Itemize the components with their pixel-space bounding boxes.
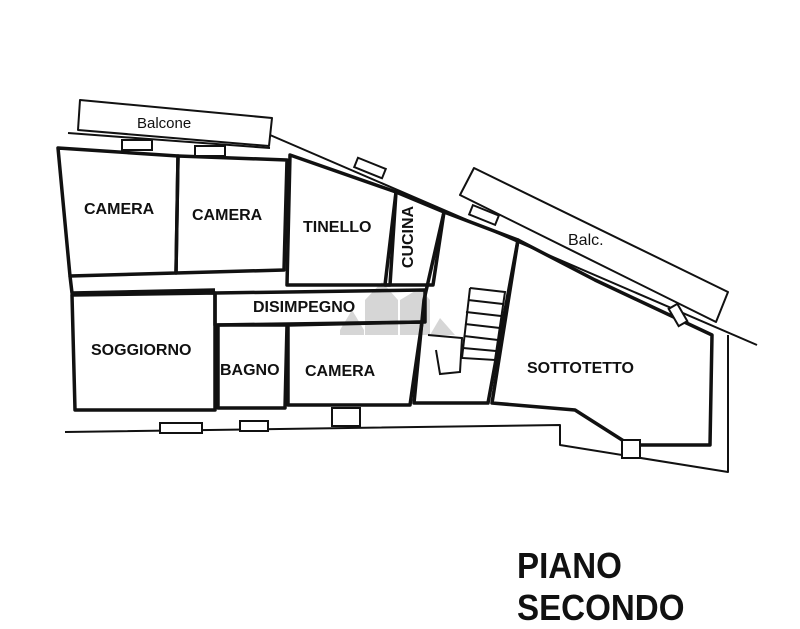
label-balc: Balc. bbox=[568, 232, 604, 249]
label-cucina: CUCINA bbox=[400, 205, 418, 269]
room-bagno bbox=[216, 323, 289, 410]
room-camera-2 bbox=[174, 154, 289, 275]
room-sottotetto bbox=[490, 238, 714, 447]
label-camera-1: CAMERA bbox=[84, 201, 155, 218]
label-soggiorno: SOGGIORNO bbox=[91, 342, 192, 359]
balcone-outline bbox=[77, 99, 273, 147]
room-camera-3 bbox=[286, 320, 424, 407]
balc-outline bbox=[459, 167, 729, 323]
label-camera-2: CAMERA bbox=[192, 207, 263, 224]
plan-title: PIANO SECONDO bbox=[517, 545, 685, 628]
room-soggiorno bbox=[70, 291, 217, 412]
label-bagno: BAGNO bbox=[220, 362, 280, 379]
label-disimpegno: DISIMPEGNO bbox=[253, 299, 356, 316]
label-camera-3: CAMERA bbox=[305, 363, 376, 380]
stairs bbox=[427, 287, 507, 376]
floor-plan bbox=[56, 99, 758, 473]
room-cucina bbox=[383, 190, 446, 287]
label-tinello: TINELLO bbox=[303, 219, 372, 236]
walls bbox=[56, 99, 758, 473]
label-balcone: Balcone bbox=[137, 115, 192, 132]
windows bbox=[121, 139, 689, 459]
label-sottotetto: SOTTOTETTO bbox=[527, 360, 634, 377]
stair-area bbox=[412, 210, 520, 405]
